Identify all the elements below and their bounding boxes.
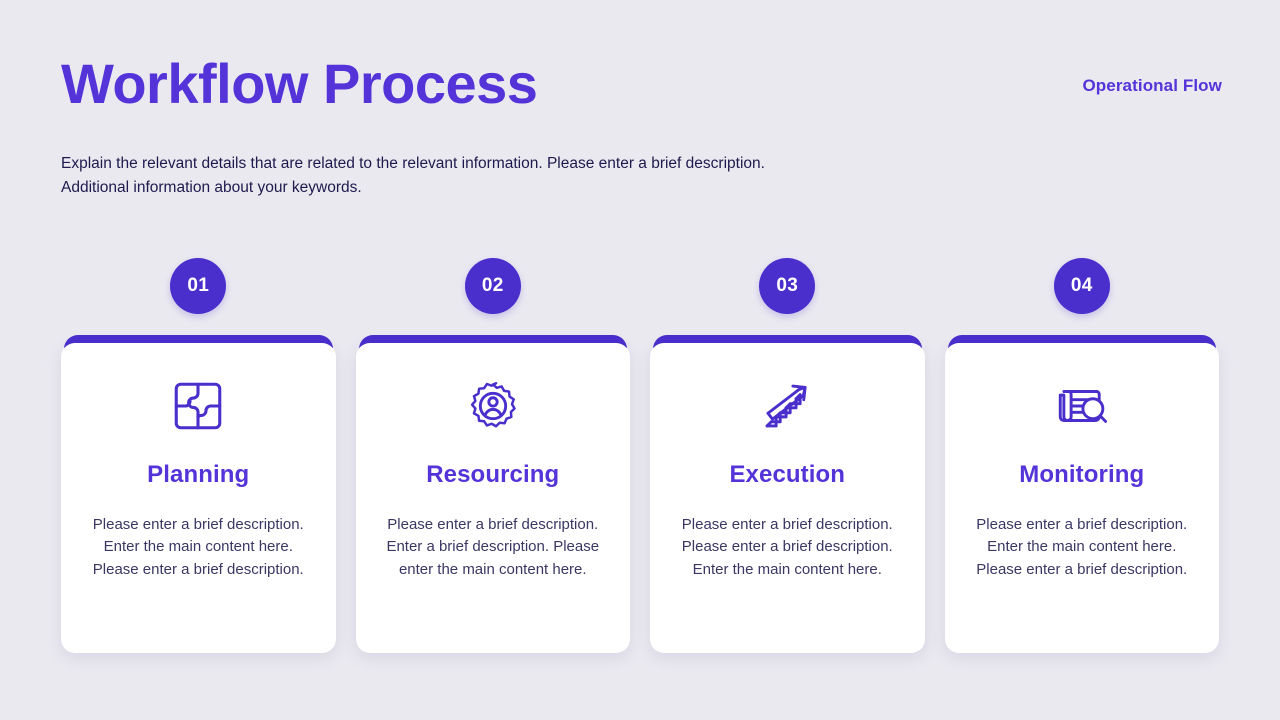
gear-person-icon	[464, 377, 522, 435]
puzzle-icon	[169, 377, 227, 435]
eyebrow-label: Operational Flow	[1082, 76, 1222, 95]
step-number-badge: 01	[170, 258, 227, 314]
card-wrapper: Planning Please enter a brief descriptio…	[61, 335, 336, 653]
card-body-text: Please enter a brief description. Please…	[681, 515, 893, 579]
card-title: Resourcing	[426, 461, 560, 488]
card-body-text: Please enter a brief description. Enter …	[976, 515, 1188, 579]
document-magnifier-icon	[1053, 377, 1111, 435]
process-step-2[interactable]: 02 Resourcing Please enter a brief descr…	[355, 258, 630, 658]
card-body-text: Please enter a brief description. Enter …	[92, 515, 304, 579]
page-title: Workflow Process	[61, 52, 538, 115]
card-title: Planning	[147, 461, 250, 488]
process-card[interactable]: Monitoring Please enter a brief descript…	[944, 343, 1219, 653]
step-number-badge: 04	[1053, 258, 1110, 314]
stairs-arrow-up-icon	[758, 377, 816, 435]
step-number-badge: 03	[759, 258, 816, 314]
card-title: Execution	[729, 461, 846, 488]
process-step-4[interactable]: 04 Monitoring Please enter a bri	[944, 258, 1219, 658]
card-wrapper: Monitoring Please enter a brief descript…	[944, 335, 1219, 653]
process-card[interactable]: Execution Please enter a brief descripti…	[650, 343, 925, 653]
process-card[interactable]: Planning Please enter a brief descriptio…	[61, 343, 336, 653]
page-subtitle: Explain the relevant details that are re…	[61, 155, 765, 197]
card-wrapper: Resourcing Please enter a brief descript…	[355, 335, 630, 653]
process-card[interactable]: Resourcing Please enter a brief descript…	[355, 343, 630, 653]
card-title: Monitoring	[1019, 461, 1145, 488]
process-step-3[interactable]: 03	[650, 258, 925, 658]
process-card-grid: 01 Planning Please enter a brief descrip…	[61, 258, 1219, 658]
process-step-1[interactable]: 01 Planning Please enter a brief descrip…	[61, 258, 336, 658]
card-body-text: Please enter a brief description. Enter …	[386, 515, 600, 579]
card-wrapper: Execution Please enter a brief descripti…	[650, 335, 925, 653]
step-number-badge: 02	[464, 258, 521, 314]
